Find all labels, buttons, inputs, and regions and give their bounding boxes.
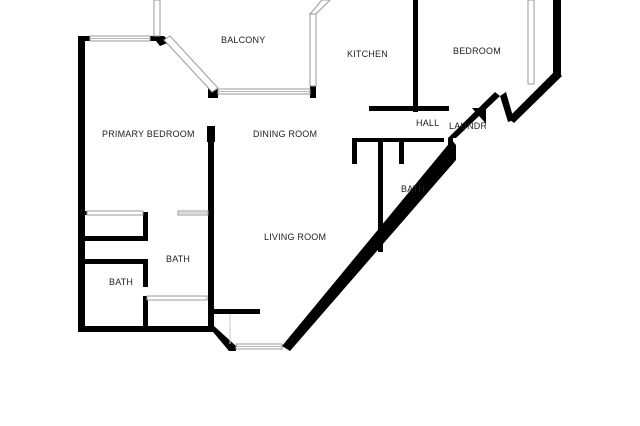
wall-diagonal-upper (448, 92, 500, 138)
wall-diagonal-main (282, 140, 456, 351)
label-primary-bedroom: PRIMARY BEDROOM (102, 129, 195, 139)
wall-bath-right-stub (448, 138, 453, 164)
label-dining-room: DINING ROOM (253, 129, 317, 139)
wall-bedroom-right (553, 0, 561, 76)
label-hall: HALL (416, 118, 439, 128)
wall-entry-shelf (212, 309, 260, 314)
wall-closet-bottom (80, 236, 147, 241)
door-closet (86, 210, 144, 216)
wall-kitchen-bedroom (413, 0, 418, 112)
wall-bath-left (378, 138, 383, 252)
window-bedroom-right (527, 0, 535, 85)
wall-primary-living-cap (207, 126, 215, 142)
window-balcony-left-post (153, 0, 161, 37)
room-labels: BALCONY KITCHEN BEDROOM PRIMARY BEDROOM … (102, 35, 501, 287)
window-kitchen-angle (308, 0, 331, 15)
wall-bath-divider-v (143, 259, 148, 287)
label-bath-right: BATH (401, 184, 425, 194)
door-bath-lower (146, 295, 208, 301)
wall-balcony-corner (208, 88, 218, 98)
label-bath-center: BATH (166, 254, 190, 264)
label-bath-lower: BATH (109, 277, 133, 287)
wall-bath-bottom (78, 326, 213, 332)
wall-entry-angle (208, 326, 236, 351)
windows (86, 0, 535, 350)
wall-bath-top (352, 138, 444, 142)
wall-bath-mid-stub (399, 138, 404, 164)
label-balcony: BALCONY (221, 35, 265, 45)
laundry-triangle (472, 108, 486, 124)
wall-bedroom-notch (500, 92, 514, 122)
wall-bath-left-stub (352, 138, 357, 164)
wall-closet-stub (80, 211, 87, 215)
walls (78, 0, 562, 351)
label-kitchen: KITCHEN (347, 49, 388, 59)
wall-kitchen-stub (310, 86, 316, 98)
wall-primary-top-left (78, 36, 90, 41)
wall-primary-living (208, 126, 214, 326)
window-kitchen (309, 13, 317, 87)
wall-bath-lower-right (143, 296, 148, 328)
label-bedroom: BEDROOM (453, 46, 501, 56)
laundry-appliance (472, 108, 486, 124)
wall-primary-left (78, 36, 85, 332)
wall-closet-right (143, 212, 148, 241)
window-balcony-diagonal (163, 35, 219, 93)
label-laundry: LAUNDRY (449, 121, 493, 131)
label-living-room: LIVING ROOM (264, 232, 326, 242)
wall-bath-divider (80, 259, 147, 264)
wall-hall-top (369, 106, 449, 111)
wall-bedroom-diagonal (508, 70, 562, 123)
